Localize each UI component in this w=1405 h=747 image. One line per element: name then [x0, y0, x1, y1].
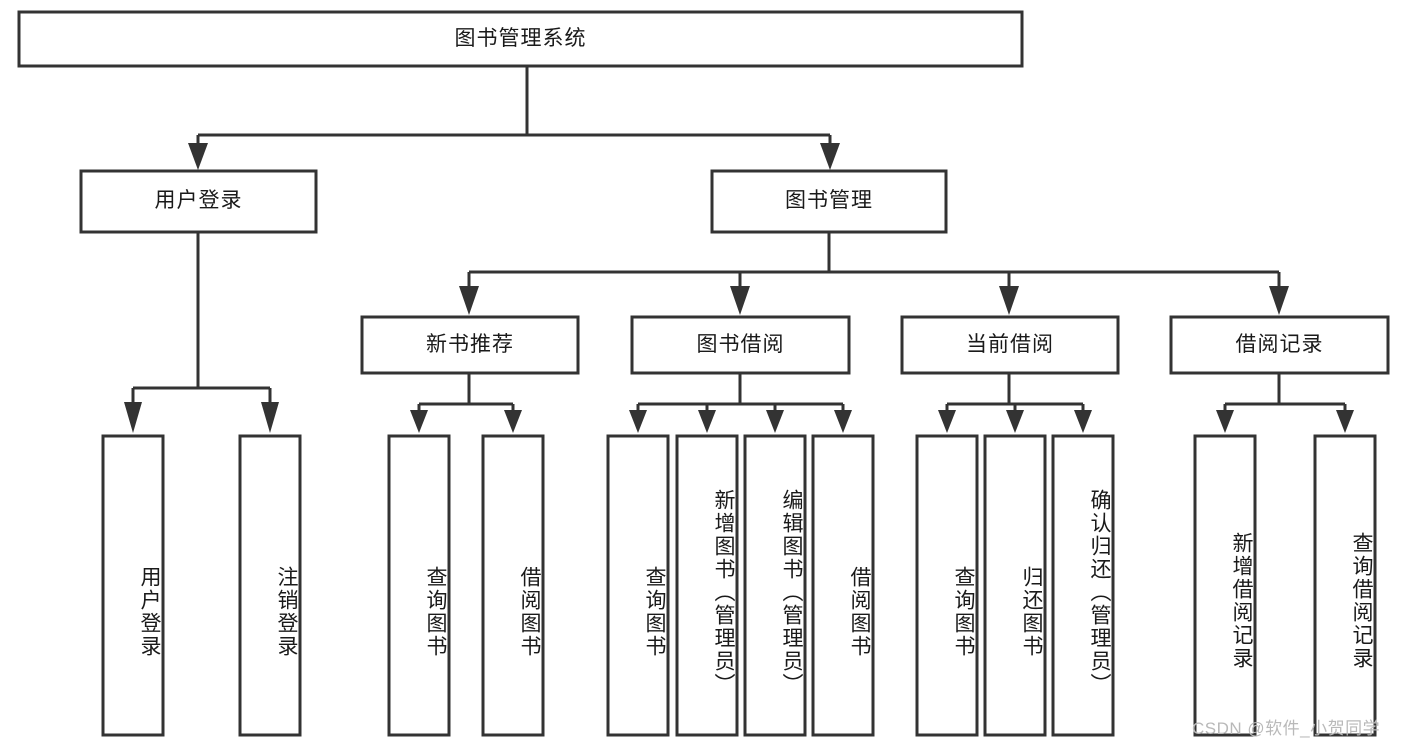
node-box-borrow-record[interactable] [1169, 315, 1390, 375]
arrowhead-current-2 [1074, 410, 1092, 433]
arrowhead-recommend-0 [410, 410, 428, 433]
node-box-leaf-recommend-0[interactable] [387, 434, 451, 737]
node-box-current-borrow[interactable] [900, 315, 1120, 375]
node-box-book-management[interactable] [710, 169, 948, 234]
node-box-leaf-record-1[interactable] [1313, 434, 1377, 737]
arrowhead-borrow-0 [629, 410, 647, 433]
arrowhead-level2-2 [999, 286, 1019, 315]
arrowhead-recommend-1 [504, 410, 522, 433]
node-box-leaf-user-login-0[interactable] [101, 434, 165, 737]
arrowhead-level1-0 [188, 143, 208, 170]
node-box-leaf-borrow-1[interactable] [675, 434, 739, 737]
arrowhead-borrow-1 [698, 410, 716, 433]
arrowhead-userlogin-1 [261, 402, 279, 433]
arrowhead-level2-0 [459, 286, 479, 315]
arrowhead-userlogin-0 [124, 402, 142, 433]
node-box-new-book-recommend[interactable] [360, 315, 580, 375]
arrowhead-current-1 [1006, 410, 1024, 433]
node-box-leaf-current-1[interactable] [983, 434, 1047, 737]
node-box-leaf-recommend-1[interactable] [481, 434, 545, 737]
arrowhead-record-0 [1216, 410, 1234, 433]
node-box-user-login[interactable] [79, 169, 318, 234]
node-box-leaf-borrow-3[interactable] [811, 434, 875, 737]
node-box-leaf-user-login-1[interactable] [238, 434, 302, 737]
node-box-leaf-current-0[interactable] [915, 434, 979, 737]
node-box-leaf-borrow-2[interactable] [743, 434, 807, 737]
arrowhead-borrow-3 [834, 410, 852, 433]
arrowhead-current-0 [938, 410, 956, 433]
arrowhead-level2-3 [1269, 286, 1289, 315]
node-box-leaf-current-2[interactable] [1051, 434, 1115, 737]
node-box-leaf-record-0[interactable] [1193, 434, 1257, 737]
arrowhead-level2-1 [730, 286, 750, 315]
node-box-root[interactable] [17, 10, 1024, 68]
arrowhead-level1-1 [820, 143, 840, 170]
arrowhead-borrow-2 [766, 410, 784, 433]
arrowhead-record-1 [1336, 410, 1354, 433]
node-box-leaf-borrow-0[interactable] [606, 434, 670, 737]
node-box-book-borrow[interactable] [630, 315, 851, 375]
